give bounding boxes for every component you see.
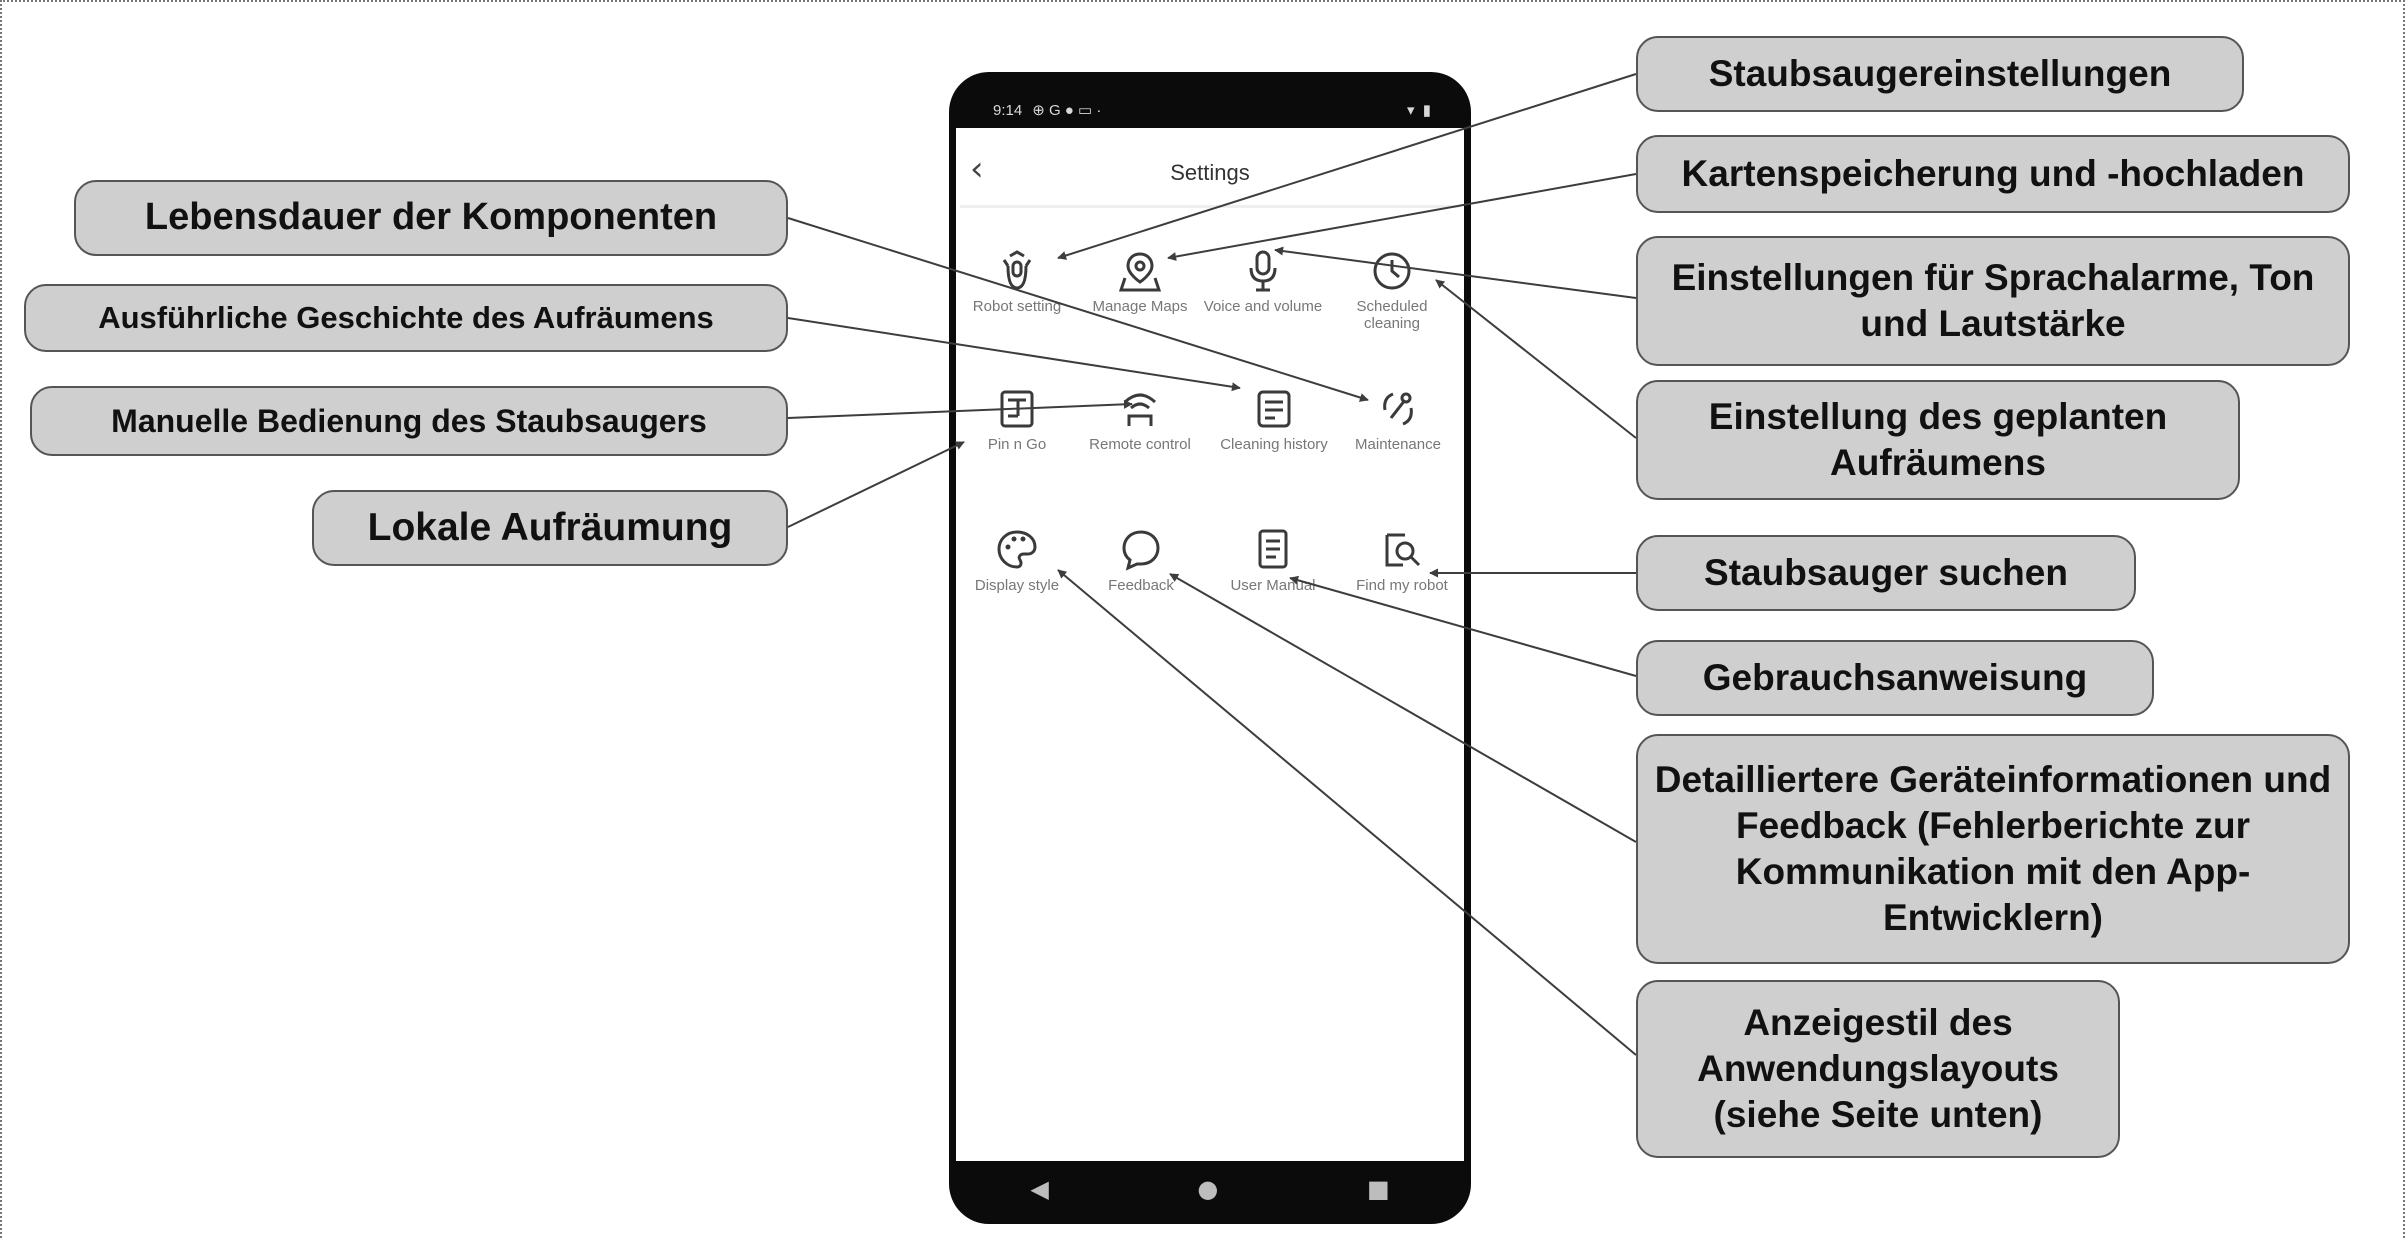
chat-bubble-icon <box>1122 530 1160 571</box>
tile-label: Scheduled cleaning <box>1356 298 1428 332</box>
nav-recents-icon[interactable]: ■ <box>1366 1175 1390 1203</box>
tile-label: Maintenance <box>1355 436 1441 453</box>
tile-label: Voice and volume <box>1203 298 1323 315</box>
tile-voice-volume[interactable]: Voice and volume <box>1203 248 1323 315</box>
arrow-remote-control <box>787 399 1133 419</box>
arrow-feedback <box>1169 573 1637 843</box>
android-nav-bar: ◀ ● ■ <box>956 1161 1464 1217</box>
nav-home-icon[interactable]: ● <box>1197 1175 1219 1203</box>
callout-geschichte: Ausführliche Geschichte des Aufräumens <box>24 284 788 352</box>
arrow-voice-volume <box>1274 246 1637 299</box>
callout-sprachalarme: Einstellungen für Sprachalarme, Ton und … <box>1636 236 2350 366</box>
document-icon <box>1258 529 1288 569</box>
palette-icon <box>997 530 1037 569</box>
callout-lebensdauer: Lebensdauer der Komponenten <box>74 180 788 256</box>
tile-label: Manage Maps <box>1092 298 1188 315</box>
callout-kartenspeicherung: Kartenspeicherung und -hochladen <box>1636 135 2350 213</box>
status-icons: ⊕ G ● ▭ · <box>1032 102 1102 119</box>
history-icon <box>1257 390 1291 428</box>
arrow-scheduled <box>1435 279 1637 439</box>
arrow-maintenance <box>787 217 1369 402</box>
tile-manage-maps[interactable]: Manage Maps <box>1080 248 1200 315</box>
tile-label: Display style <box>974 577 1060 594</box>
robot-icon <box>1002 250 1032 290</box>
arrow-display-style <box>1057 569 1637 1056</box>
tile-label: Pin n Go <box>987 436 1047 453</box>
tile-maintenance[interactable]: Maintenance <box>1338 386 1458 453</box>
tile-robot-setting[interactable]: Robot setting <box>957 248 1077 315</box>
page-title: Settings <box>1170 160 1250 185</box>
callout-anzeigestil: Anzeigestil des Anwendungslayouts (siehe… <box>1636 980 2120 1158</box>
tile-label: Robot setting <box>972 298 1062 315</box>
callout-geraeteinformationen: Detailliertere Geräteinformationen und F… <box>1636 734 2350 964</box>
callout-gebrauchsanweisung: Gebrauchsanweisung <box>1636 640 2154 716</box>
tile-label: Find my robot <box>1356 577 1448 594</box>
arrow-pin-n-go <box>787 441 965 528</box>
microphone-icon <box>1249 250 1277 292</box>
status-right-icons: ▾ ▮ <box>1407 102 1433 119</box>
magnifier-icon <box>1385 533 1421 567</box>
status-bar: 9:14 ⊕ G ● ▭ · ▾ ▮ <box>993 98 1433 122</box>
phone-screen <box>956 128 1464 1161</box>
tile-label: Cleaning history <box>1220 436 1328 453</box>
tile-display-style[interactable]: Display style <box>957 527 1077 594</box>
callout-geplantes-aufraeumen: Einstellung des geplanten Aufräumens <box>1636 380 2240 500</box>
clock-icon <box>1373 252 1411 290</box>
tile-find-my-robot[interactable]: Find my robot <box>1340 527 1464 594</box>
arrow-manage-maps <box>1167 173 1637 261</box>
map-pin-icon <box>1118 252 1162 292</box>
chevron-left-icon[interactable]: ‹ <box>970 149 984 189</box>
status-time: 9:14 <box>993 101 1023 119</box>
wrench-icon <box>1383 392 1413 426</box>
header-divider <box>960 205 1460 208</box>
callout-staubsaugereinstellungen: Staubsaugereinstellungen <box>1636 36 2244 112</box>
tile-feedback[interactable]: Feedback <box>1086 527 1196 594</box>
nav-back-icon[interactable]: ◀ <box>1030 1175 1049 1203</box>
tile-label: Feedback <box>1108 577 1174 594</box>
tile-cleaning-history[interactable]: Cleaning history <box>1214 386 1334 453</box>
arrow-user-manual <box>1289 575 1637 677</box>
tile-scheduled-cleaning[interactable]: Scheduled cleaning <box>1338 248 1446 332</box>
arrow-cleaning-history <box>787 317 1241 392</box>
tile-label: Remote control <box>1089 436 1191 453</box>
arrow-robot-setting <box>1057 73 1637 260</box>
callout-manuelle-bedienung: Manuelle Bedienung des Staubsaugers <box>30 386 788 456</box>
callout-lokale-aufraeumung: Lokale Aufräumung <box>312 490 788 566</box>
callout-staubsauger-suchen: Staubsauger suchen <box>1636 535 2136 611</box>
